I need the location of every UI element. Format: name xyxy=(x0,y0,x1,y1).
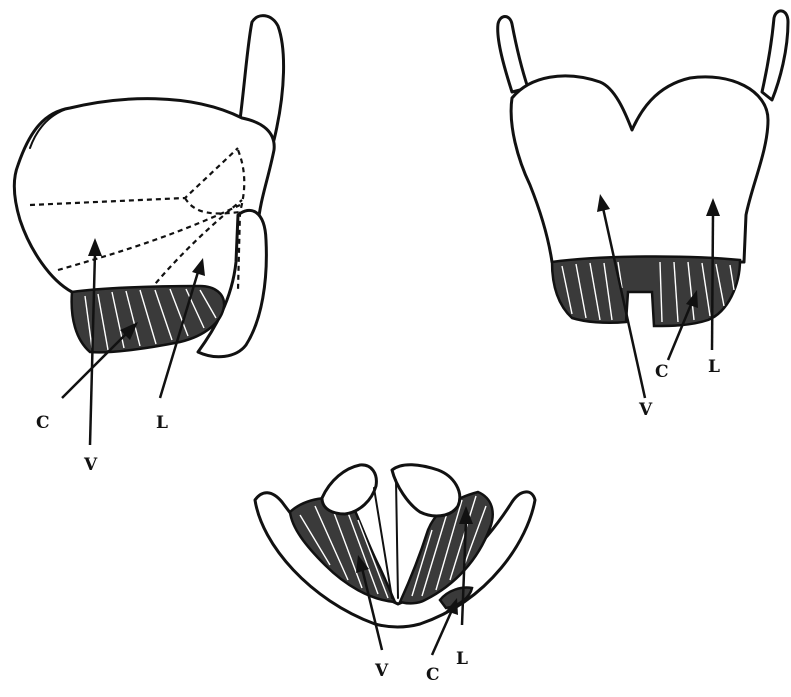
superior-left-arytenoid xyxy=(322,465,376,514)
lateral-label-c: C xyxy=(36,413,50,433)
anterior-label-c: C xyxy=(655,362,669,382)
anterior-label-l: L xyxy=(708,357,720,377)
lateral-label-l: L xyxy=(156,413,168,433)
anterior-right-horn xyxy=(762,11,788,100)
superior-view: V C L xyxy=(255,465,535,685)
superior-label-v: V xyxy=(374,661,389,681)
anterior-left-horn xyxy=(498,17,528,93)
anterior-view: V C L xyxy=(498,11,788,420)
lateral-label-v: V xyxy=(83,455,98,475)
superior-right-arytenoid xyxy=(392,465,460,516)
superior-right-vocal-fold xyxy=(396,480,398,598)
anterior-thyroid-cartilage xyxy=(511,76,768,262)
superior-label-l: L xyxy=(456,649,468,669)
anterior-label-v: V xyxy=(638,400,653,420)
lateral-view: C V L xyxy=(14,16,283,475)
superior-label-c: C xyxy=(426,665,440,685)
